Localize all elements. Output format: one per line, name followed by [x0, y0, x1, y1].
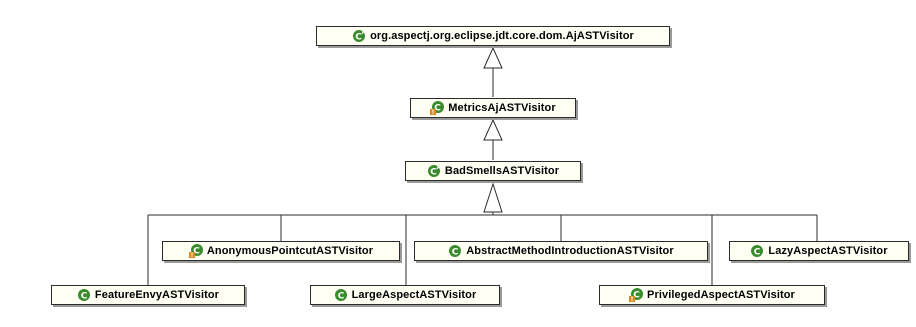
- svg-text:A: A: [436, 165, 440, 171]
- class-node-lazy-aspect[interactable]: C LazyAspectASTVisitor: [729, 241, 909, 261]
- svg-text:C: C: [81, 292, 88, 302]
- class-name: MetricsAjASTVisitor: [448, 102, 556, 114]
- svg-text:C: C: [754, 248, 761, 258]
- class-name: LargeAspectASTVisitor: [351, 289, 477, 301]
- class-node-abstract-method-introduction[interactable]: C AbstractMethodIntroductionASTVisitor: [414, 241, 708, 261]
- class-icon: C: [448, 244, 462, 258]
- svg-text:!: !: [631, 296, 634, 302]
- svg-text:C: C: [337, 292, 344, 302]
- svg-text:!: !: [190, 252, 193, 258]
- svg-text:C: C: [452, 248, 459, 258]
- svg-text:C: C: [633, 291, 640, 301]
- arrowhead-metrics: [483, 118, 503, 141]
- class-name: PrivilegedAspectASTVisitor: [647, 289, 795, 301]
- class-node-anonymous-pointcut[interactable]: C! AnonymousPointcutASTVisitor: [162, 241, 400, 261]
- class-node-metrics[interactable]: C! MetricsAjASTVisitor: [410, 98, 576, 118]
- class-node-privileged-aspect[interactable]: C! PrivilegedAspectASTVisitor: [599, 285, 825, 305]
- svg-text:C: C: [355, 33, 362, 43]
- abstract-class-warning-icon: C!: [430, 101, 445, 115]
- class-name: org.aspectj.org.eclipse.jdt.core.dom.AjA…: [370, 30, 634, 42]
- class-warning-icon: C!: [188, 244, 203, 258]
- class-name: LazyAspectASTVisitor: [768, 245, 888, 257]
- class-name: AnonymousPointcutASTVisitor: [206, 245, 374, 257]
- svg-text:C: C: [434, 104, 441, 114]
- svg-text:C: C: [193, 247, 200, 257]
- class-icon: C: [750, 244, 764, 258]
- class-name: AbstractMethodIntroductionASTVisitor: [466, 245, 674, 257]
- svg-text:C: C: [430, 168, 437, 178]
- class-warning-icon: C!: [629, 288, 644, 302]
- arrowhead-root: [483, 46, 503, 69]
- class-name: FeatureEnvyASTVisitor: [94, 289, 220, 301]
- arrowhead-badsmells: [483, 182, 503, 213]
- class-node-large-aspect[interactable]: C LargeAspectASTVisitor: [310, 285, 500, 305]
- class-node-feature-envy[interactable]: C FeatureEnvyASTVisitor: [51, 285, 245, 305]
- svg-text:!: !: [432, 109, 435, 115]
- class-icon: C: [334, 288, 348, 302]
- class-icon: C: [77, 288, 91, 302]
- class-name: BadSmellsASTVisitor: [444, 165, 560, 177]
- svg-text:A: A: [362, 30, 366, 36]
